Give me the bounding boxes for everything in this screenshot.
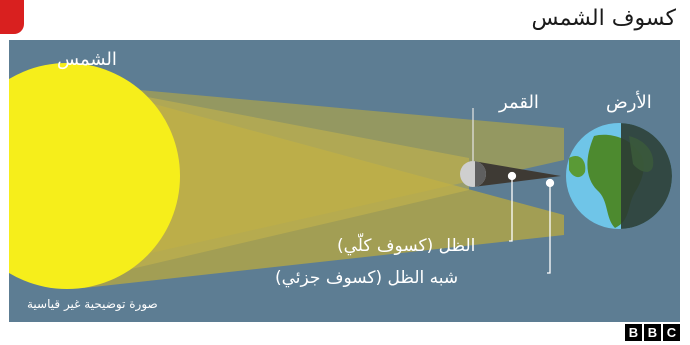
eclipse-diagram: الشمس القمر الأرض الظل (كسوف كلّي) شبه ا… [9,40,680,322]
bbc-logo-letter: B [644,324,661,341]
bbc-logo-letter: C [663,324,680,341]
bbc-logo-letter: B [625,324,642,341]
page-title: كسوف الشمس [532,6,676,31]
moon-label: القمر [499,92,539,113]
earth-shape [566,120,680,232]
earth-label: الأرض [606,92,652,113]
umbra-label: الظل (كسوف كلّي) [337,236,475,256]
sun-label: الشمس [57,49,117,70]
illustration-note: صورة توضيحية غير قياسية [27,297,158,311]
penumbra-label: شبه الظل (كسوف جزئي) [275,268,458,288]
brand-corner-tab [0,0,24,34]
bbc-logo: B B C [625,324,680,341]
